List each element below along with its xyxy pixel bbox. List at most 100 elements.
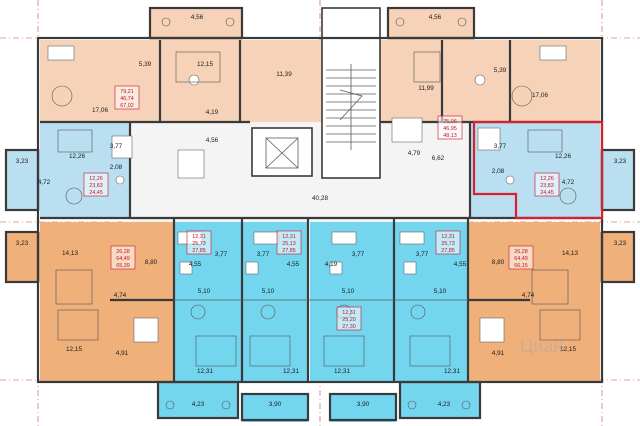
room-area-label-tr-living: 17,06 bbox=[532, 92, 548, 99]
room-area-label-s2-room: 12,31 bbox=[283, 368, 299, 375]
apartment-area-frame bbox=[110, 245, 136, 270]
room-area-label-loggia-bl: 3,23 bbox=[16, 240, 29, 247]
fill-tr-apt bbox=[380, 40, 600, 122]
apartment-area-value: 65,39 bbox=[116, 263, 130, 269]
room-area-label-s2-kit: 5,10 bbox=[262, 288, 275, 295]
room-area-label-ml-wc: 2,08 bbox=[110, 164, 123, 171]
apartment-area-frame bbox=[186, 230, 212, 255]
apartment-area-value: 75,06 bbox=[443, 119, 457, 125]
apartment-area-value: 67,02 bbox=[120, 103, 134, 109]
apartment-area-value: 24,45 bbox=[89, 190, 103, 196]
apartment-area-value: 25,20 bbox=[342, 317, 356, 323]
fill-tl-apt bbox=[40, 40, 322, 122]
room-area-label-bl-room: 14,13 bbox=[62, 250, 78, 257]
apartment-area-value: 79,21 bbox=[120, 89, 134, 95]
room-area-label-s1-kit: 5,10 bbox=[198, 288, 211, 295]
room-area-label-s4-kit: 5,10 bbox=[434, 288, 447, 295]
apartment-area-frame bbox=[336, 306, 362, 331]
fill-tl-balcony bbox=[150, 8, 242, 40]
apartment-area-value: 12,26 bbox=[89, 176, 103, 182]
walls bbox=[4, 6, 636, 422]
room-area-label-balc-b4: 4,23 bbox=[438, 401, 451, 408]
room-area-label-tl-corr: 11,39 bbox=[276, 71, 292, 78]
fill-loggia-r bbox=[600, 150, 634, 210]
room-area-label-balc-b1: 4,23 bbox=[192, 401, 205, 408]
apartment-area-value: 24,45 bbox=[540, 190, 554, 196]
room-area-label-s2-hall: 4,55 bbox=[287, 261, 300, 268]
room-area-label-s1-hall: 4,55 bbox=[189, 261, 202, 268]
apartment-area-frame bbox=[534, 172, 560, 197]
room-area-label-s3-hall: 4,19 bbox=[325, 261, 338, 268]
room-area-label-br-hall: 8,80 bbox=[492, 259, 505, 266]
room-area-label-s4-hall: 4,55 bbox=[454, 261, 467, 268]
elevator-shaft bbox=[251, 127, 313, 177]
room-area-label-mr-room: 12,26 bbox=[555, 153, 571, 160]
apartment-area-value: 12,31 bbox=[192, 234, 206, 240]
room-area-label-s4-room: 12,31 bbox=[444, 368, 460, 375]
selected-apartment-outline bbox=[472, 120, 604, 220]
room-area-label-s3-bath: 3,77 bbox=[352, 251, 365, 258]
apartment-area-value: 12,26 bbox=[540, 176, 554, 182]
apartment-area-value: 27,85 bbox=[192, 248, 206, 254]
room-area-label-s3-room: 12,31 bbox=[334, 368, 350, 375]
room-area-label-br-room: 14,13 bbox=[562, 250, 578, 257]
apartment-area-value: 26,28 bbox=[514, 249, 528, 255]
room-area-label-bl-bath: 4,91 bbox=[116, 350, 129, 357]
apartment-area-value: 26,28 bbox=[116, 249, 130, 255]
room-area-label-loggia-l: 3,23 bbox=[16, 158, 29, 165]
apartment-area-value: 64,49 bbox=[514, 256, 528, 262]
apartment-area-frame bbox=[437, 115, 463, 140]
apartment-area-value: 12,31 bbox=[282, 234, 296, 240]
apartment-area-frame bbox=[435, 230, 461, 255]
room-area-label-ml-room: 12,26 bbox=[69, 153, 85, 160]
apartment-area-value: 46,74 bbox=[120, 96, 134, 102]
room-area-label-balc-top-right: 4,56 bbox=[429, 14, 442, 21]
fill-balc-b3 bbox=[330, 394, 396, 422]
stair-core bbox=[251, 7, 381, 179]
room-area-label-balc-b3: 3,90 bbox=[357, 401, 370, 408]
fill-balc-b4 bbox=[400, 382, 480, 418]
room-area-label-s1-bath: 3,77 bbox=[215, 251, 228, 258]
apartment-area-value: 23,83 bbox=[540, 183, 554, 189]
apartment-area-frame bbox=[83, 172, 109, 197]
apartment-area-value: 27,85 bbox=[441, 248, 455, 254]
room-area-label-bl-bed: 12,15 bbox=[66, 346, 82, 353]
apartment-area-value: 46,95 bbox=[443, 126, 457, 132]
fill-tr-balcony bbox=[388, 8, 474, 40]
room-area-label-tl-bath: 4,56 bbox=[206, 137, 219, 144]
apartment-area-frame bbox=[276, 230, 302, 255]
fill-loggia-br bbox=[600, 232, 634, 282]
fill-br-apt bbox=[468, 222, 600, 382]
room-area-label-s3-kit: 5,10 bbox=[342, 288, 355, 295]
room-area-label-tl-kitchen: 5,39 bbox=[139, 61, 152, 68]
apartment-area-value: 27,85 bbox=[282, 248, 296, 254]
room-area-label-balc-b2: 3,90 bbox=[269, 401, 282, 408]
room-area-label-tl-living: 17,06 bbox=[92, 107, 108, 114]
room-area-label-s4-bath: 3,77 bbox=[416, 251, 429, 258]
room-area-label-s1-room: 12,31 bbox=[197, 368, 213, 375]
fill-s3 bbox=[310, 222, 394, 382]
fill-loggia-bl bbox=[6, 232, 40, 282]
room-fills bbox=[6, 8, 634, 422]
apartment-area-value: 12,31 bbox=[441, 234, 455, 240]
room-area-label-loggia-br: 3,23 bbox=[614, 240, 627, 247]
room-area-label-ml-kitchen: 4,72 bbox=[38, 179, 51, 186]
watermark: Циан bbox=[520, 336, 563, 356]
room-area-label-tr-hall: 4,79 bbox=[408, 150, 421, 157]
apartment-area-value: 12,31 bbox=[342, 310, 356, 316]
apartment-area-value: 23,83 bbox=[89, 183, 103, 189]
room-area-label-s2-bath: 3,77 bbox=[257, 251, 270, 258]
room-area-label-tr-bed: 11,99 bbox=[418, 85, 434, 92]
apartment-area-frame bbox=[114, 85, 140, 110]
room-area-label-tr-bath: 6,62 bbox=[432, 155, 445, 162]
